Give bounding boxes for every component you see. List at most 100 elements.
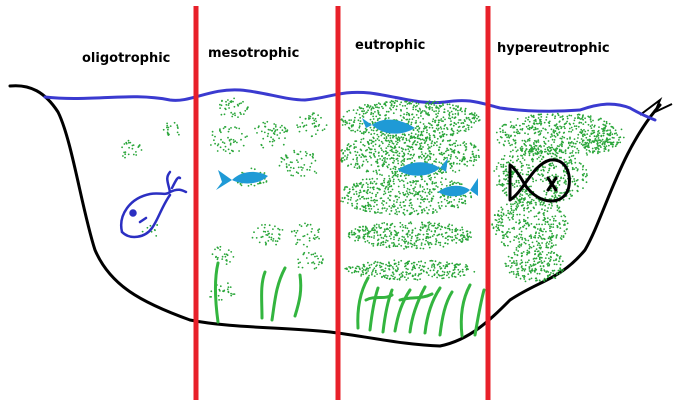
algae-dot bbox=[560, 264, 562, 266]
algae-dot bbox=[573, 123, 575, 125]
algae-dot bbox=[521, 266, 523, 268]
algae-dot bbox=[373, 153, 375, 155]
algae-dot bbox=[434, 230, 436, 232]
algae-dot bbox=[523, 219, 525, 221]
algae-dot bbox=[396, 245, 398, 247]
algae-dot bbox=[599, 132, 601, 134]
algae-dot bbox=[472, 117, 474, 119]
algae-dot bbox=[382, 107, 384, 109]
algae-dot bbox=[378, 112, 380, 114]
zone-label-hypereutrophic: hypereutrophic bbox=[497, 41, 610, 56]
algae-dot bbox=[444, 133, 446, 135]
algae-dot bbox=[527, 167, 529, 169]
algae-dot bbox=[446, 266, 448, 268]
algae-dot bbox=[506, 136, 508, 138]
algae-dot bbox=[353, 183, 355, 185]
algae-dot bbox=[586, 154, 588, 156]
algae-dot bbox=[368, 205, 370, 207]
algae-dot bbox=[220, 139, 222, 141]
algae-dot bbox=[558, 208, 560, 210]
algae-dot bbox=[263, 182, 265, 184]
algae-dot bbox=[368, 132, 370, 134]
algae-dot bbox=[290, 167, 292, 169]
algae-dot bbox=[527, 217, 529, 219]
algae-dot bbox=[245, 136, 247, 138]
algae-dot bbox=[220, 146, 222, 148]
algae-dot bbox=[353, 143, 355, 145]
algae-dot bbox=[355, 200, 357, 202]
algae-dot bbox=[261, 144, 263, 146]
algae-dot bbox=[307, 262, 309, 264]
algae-dot bbox=[402, 226, 404, 228]
algae-dot bbox=[401, 207, 403, 209]
algae-dot bbox=[447, 110, 449, 112]
algae-dot bbox=[558, 146, 560, 148]
algae-dot bbox=[523, 268, 525, 270]
algae-dot bbox=[412, 144, 414, 146]
plant-stem bbox=[262, 272, 265, 318]
algae-dot bbox=[432, 181, 434, 183]
algae-dot bbox=[407, 182, 409, 184]
algae-dot bbox=[373, 267, 375, 269]
algae-dot bbox=[453, 199, 455, 201]
algae-dot bbox=[563, 236, 565, 238]
algae-dot bbox=[368, 208, 370, 210]
algae-dot bbox=[448, 235, 450, 237]
algae-dot bbox=[440, 275, 442, 277]
algae-dot bbox=[405, 271, 407, 273]
algae-dot bbox=[551, 239, 553, 241]
algae-dot bbox=[401, 173, 403, 175]
algae-dot bbox=[405, 227, 407, 229]
algae-dot bbox=[228, 103, 230, 105]
algae-dot bbox=[314, 263, 316, 265]
algae-dot bbox=[393, 105, 395, 107]
algae-dot bbox=[606, 122, 608, 124]
algae-dot bbox=[430, 177, 432, 179]
algae-dot bbox=[591, 140, 593, 142]
algae-dot bbox=[616, 141, 618, 143]
algae-dot bbox=[394, 102, 396, 104]
algae-dot bbox=[375, 161, 377, 163]
algae-dot bbox=[496, 132, 498, 134]
algae-dot bbox=[385, 186, 387, 188]
algae-dot bbox=[237, 116, 239, 118]
algae-dot bbox=[422, 224, 424, 226]
algae-dot bbox=[553, 153, 555, 155]
algae-dot bbox=[569, 152, 571, 154]
algae-dot bbox=[445, 232, 447, 234]
algae-dot bbox=[397, 279, 399, 281]
algae-dot bbox=[417, 141, 419, 143]
algae-dot bbox=[350, 152, 352, 154]
algae-dot bbox=[439, 153, 441, 155]
algae-dot bbox=[537, 237, 539, 239]
algae-dot bbox=[500, 207, 502, 209]
algae-dot bbox=[411, 114, 413, 116]
algae-dot bbox=[342, 201, 344, 203]
algae-dot bbox=[538, 117, 540, 119]
algae-dot bbox=[548, 224, 550, 226]
algae-dot bbox=[598, 148, 600, 150]
algae-dot bbox=[230, 143, 232, 145]
algae-dot bbox=[174, 122, 176, 124]
algae-dot bbox=[351, 272, 353, 274]
algae-dot bbox=[511, 228, 513, 230]
algae-dot bbox=[544, 278, 546, 280]
algae-dot bbox=[436, 211, 438, 213]
algae-dot bbox=[621, 129, 623, 131]
algae-dot bbox=[526, 202, 528, 204]
algae-dot bbox=[356, 203, 358, 205]
algae-dot bbox=[425, 240, 427, 242]
algae-dot bbox=[425, 113, 427, 115]
algae-dot bbox=[383, 162, 385, 164]
algae-dot bbox=[398, 146, 400, 148]
algae-dot bbox=[584, 144, 586, 146]
algae-dot bbox=[360, 141, 362, 143]
algae-dot bbox=[299, 131, 301, 133]
algae-dot bbox=[372, 200, 374, 202]
algae-dot bbox=[448, 277, 450, 279]
algae-dot bbox=[455, 145, 457, 147]
algae-dot bbox=[518, 241, 520, 243]
algae-dot bbox=[305, 118, 307, 120]
algae-dot bbox=[380, 198, 382, 200]
algae-dot bbox=[541, 151, 543, 153]
